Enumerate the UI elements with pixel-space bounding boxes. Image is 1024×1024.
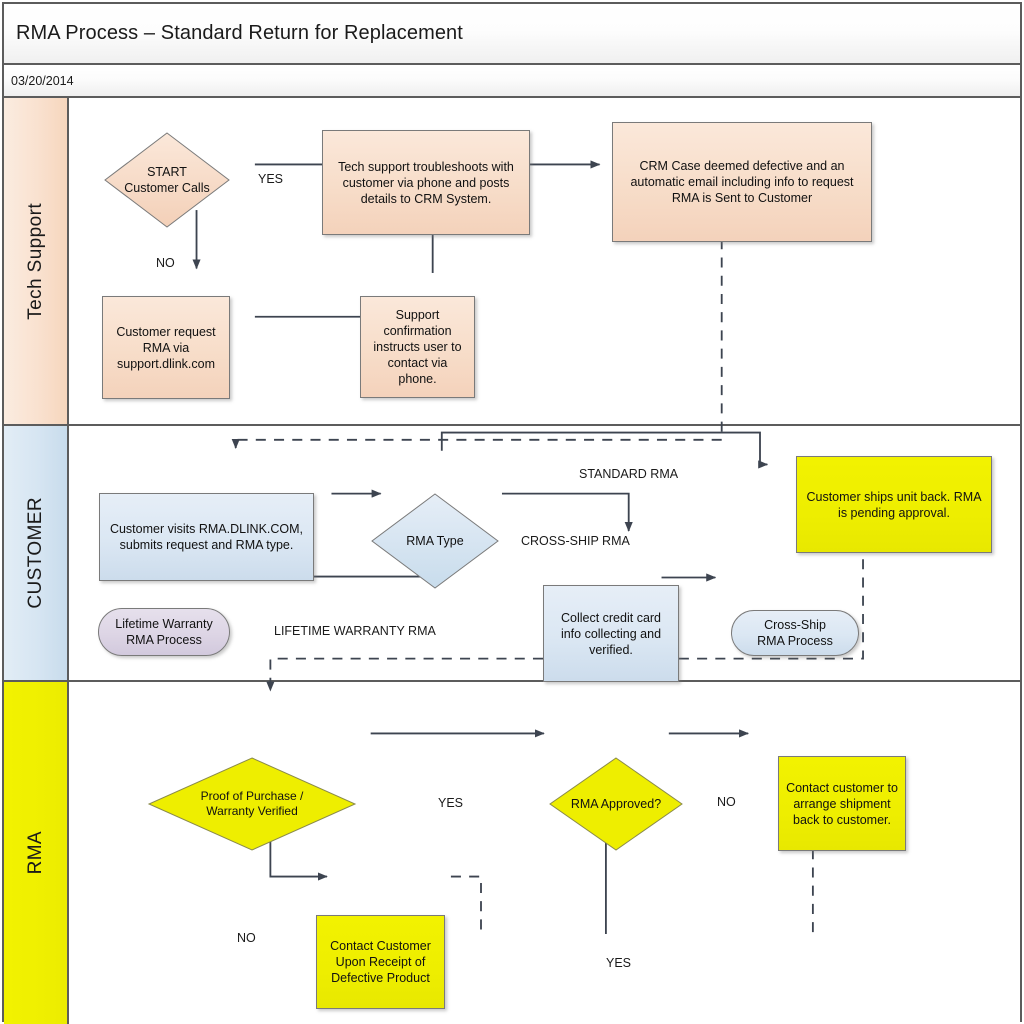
node-contact-receipt-label: Contact Customer Upon Receipt of Defecti… [330,939,431,985]
node-proof-of-purchase-label: Proof of Purchase /Warranty Verified [200,788,304,818]
node-tech-troubleshoot-label: Tech support troubleshoots with customer… [338,159,514,206]
node-collect-credit-card-label: Collect credit card info collecting and … [560,610,662,657]
node-customer-visits-label: Customer visits RMA.DLINK.COM, submits r… [109,522,304,552]
edge-label-yes-approved: YES [604,956,634,970]
edge-label-no-approved: NO [715,795,738,809]
edge-label-crossship-rma: CROSS-SHIP RMA [519,534,632,548]
node-support-confirm[interactable]: Support confirmation instructs user to c… [360,296,475,398]
node-ships-unit[interactable]: Customer ships unit back. RMA is pending… [796,456,992,553]
date-label: 03/20/2014 [11,73,74,88]
node-crm-case[interactable]: CRM Case deemed defective and an automat… [612,122,872,242]
node-customer-visits[interactable]: Customer visits RMA.DLINK.COM, submits r… [99,493,314,581]
edge-label-no-proof: NO [235,931,258,945]
node-support-confirm-label: Support confirmation instructs user to c… [373,308,462,386]
swimlane-label-tech-support: Tech Support [24,202,46,320]
node-contact-receipt[interactable]: Contact Customer Upon Receipt of Defecti… [316,915,445,1009]
swimlane-label-customer: CUSTOMER [24,497,46,609]
node-rma-type[interactable]: RMA Type [370,492,500,590]
node-customer-request-label: Customer request RMA via support.dlink.c… [116,324,216,371]
node-collect-credit-card[interactable]: Collect credit card info collecting and … [543,585,679,682]
swimlane-header-tech-support: Tech Support [4,98,69,424]
title-bar: RMA Process – Standard Return for Replac… [4,4,1020,65]
node-ships-unit-label: Customer ships unit back. RMA is pending… [806,489,982,520]
diamond-shape [549,757,683,851]
diamond-shape [104,132,230,228]
node-contact-arrange-label: Contact customer to arrange shipment bac… [786,780,898,827]
node-tech-troubleshoot[interactable]: Tech support troubleshoots with customer… [322,130,530,235]
node-contact-arrange[interactable]: Contact customer to arrange shipment bac… [778,756,906,851]
node-rma-type-label: RMA Type [406,534,464,548]
node-customer-request[interactable]: Customer request RMA via support.dlink.c… [102,296,230,399]
node-rma-approved[interactable]: RMA Approved? [548,756,684,852]
edge-label-yes-proof: YES [436,796,466,810]
edge-label-yes-start: YES [256,172,286,186]
node-crm-case-label: CRM Case deemed defective and an automat… [630,159,854,205]
edge-label-lifetime-rma: LIFETIME WARRANTY RMA [272,624,438,638]
date-bar: 03/20/2014 [4,65,1020,98]
node-proof-of-purchase[interactable]: Proof of Purchase /Warranty Verified [147,756,357,852]
swimlane-header-rma: RMA [4,682,69,1024]
swimlane-label-rma: RMA [24,831,46,875]
node-rma-approved-label: RMA Approved? [570,797,662,811]
edge-label-no-start: NO [154,256,177,270]
swimlane-header-customer: CUSTOMER [4,426,69,680]
swimlane-body-rma [69,682,1020,1024]
page-title: RMA Process – Standard Return for Replac… [16,22,463,44]
edge-label-standard-rma: STANDARD RMA [577,467,681,481]
swimlane-rma: RMA [4,682,1020,1024]
